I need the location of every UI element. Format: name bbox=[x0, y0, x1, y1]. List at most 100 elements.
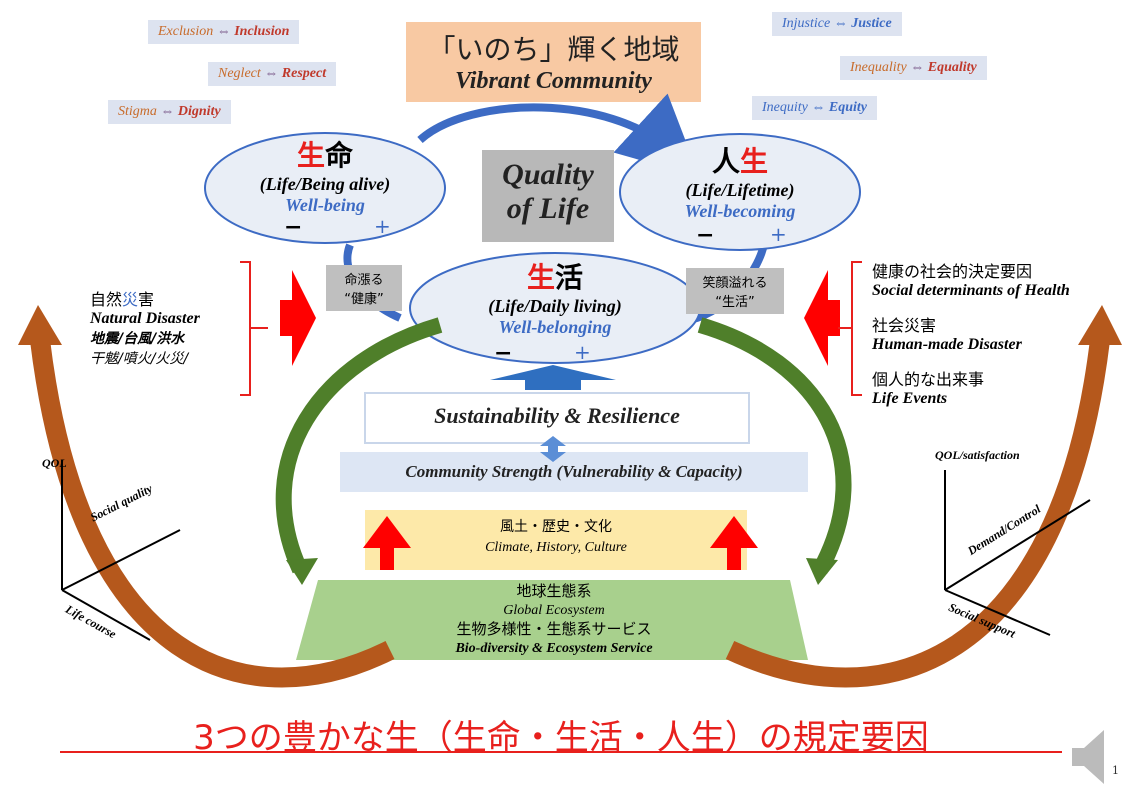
tag-arrow: ⇔ bbox=[216, 24, 231, 39]
disaster-jp: 自然災害 bbox=[90, 286, 200, 310]
grey-living-line2: “生活” bbox=[715, 295, 755, 310]
sustainability-label: Sustainability & Resilience bbox=[434, 403, 680, 428]
left-axes bbox=[61, 460, 181, 641]
community-bar bbox=[340, 452, 808, 492]
life-plus: + bbox=[374, 214, 391, 238]
lifetime-kanji: 人生 bbox=[640, 140, 840, 180]
tag-pos: Inclusion bbox=[234, 24, 290, 39]
life-en: (Life/Being alive) bbox=[259, 174, 391, 194]
daily-well: Well-belonging bbox=[498, 317, 612, 337]
disaster-en: Natural Disaster bbox=[90, 310, 200, 327]
disaster-jp-a: 自然 bbox=[90, 290, 123, 309]
page-number: 1 bbox=[1112, 764, 1119, 777]
left-axis-y-label: QOL bbox=[42, 456, 67, 470]
ecosystem-label: 地球生態系 Global Ecosystem 生物多様性・生態系サービス Bio… bbox=[318, 582, 790, 658]
green-arrow-right bbox=[697, 317, 852, 574]
ecosystem-trapezoid bbox=[296, 580, 808, 660]
lifetime-well: Well-becoming bbox=[684, 201, 796, 221]
tag-inequity-equity: Inequity ⇔ Equity bbox=[752, 96, 877, 120]
daily-minus: − bbox=[494, 340, 513, 366]
natural-disaster-block: 自然災害 Natural Disaster 地震/台風/洪水 干魃/噴火/火災/ bbox=[90, 286, 200, 368]
daily-kanji: 生活 bbox=[445, 256, 665, 296]
bottom-title: 3つの豊かな生（生命・生活・人生）の規定要因 bbox=[193, 718, 929, 758]
factor-en: Social determinants of Health bbox=[872, 282, 1070, 299]
culture-en: Climate, History, Culture bbox=[485, 540, 627, 555]
brown-arrow-left bbox=[30, 338, 395, 688]
culture-jp: 風土・歴史・文化 bbox=[500, 519, 612, 535]
tag-arrow: ⇔ bbox=[833, 16, 848, 31]
cycle-arrow-top bbox=[417, 93, 700, 177]
red-up-arrow-left bbox=[363, 516, 411, 570]
disaster-jp-b: 災 bbox=[122, 290, 139, 309]
lifetime-en: (Life/Lifetime) bbox=[685, 180, 795, 200]
factor-en: Life Events bbox=[872, 390, 948, 407]
kanji-black: 人 bbox=[711, 145, 740, 178]
ecosystem-jp1: 地球生態系 bbox=[516, 582, 592, 600]
lifetime-plus: + bbox=[770, 222, 787, 246]
tag-pos: Respect bbox=[281, 66, 327, 81]
speaker-icon bbox=[1072, 730, 1104, 784]
factor-jp: 健康の社会的決定要因 bbox=[872, 262, 1033, 281]
ellipse-life bbox=[204, 132, 446, 244]
red-left-arrow bbox=[804, 270, 840, 366]
kanji-red: 生 bbox=[526, 261, 555, 294]
tag-neg: Injustice bbox=[782, 16, 831, 31]
tag-pos: Equality bbox=[927, 60, 977, 75]
grey-box-health: 命漲る “健康” bbox=[326, 265, 402, 311]
factor-life-events: 個人的な出来事 Life Events bbox=[872, 366, 1070, 408]
tag-arrow: ⇔ bbox=[811, 100, 826, 115]
disaster-list1: 地震/台風/洪水 bbox=[90, 331, 185, 347]
tag-neg: Exclusion bbox=[158, 24, 214, 39]
ecosystem-en1: Global Ecosystem bbox=[503, 603, 605, 618]
qol-box: Quality of Life bbox=[482, 150, 614, 242]
title-en: Vibrant Community bbox=[455, 68, 652, 94]
blue-up-arrow bbox=[490, 365, 616, 390]
daily-plus: + bbox=[574, 340, 591, 364]
tag-stigma-dignity: Stigma ⇔ Dignity bbox=[108, 100, 231, 124]
culture-label: 風土・歴史・文化 Climate, History, Culture bbox=[365, 516, 747, 556]
grey-box-living: 笑顔溢れる “生活” bbox=[686, 268, 784, 314]
title-jp: 「いのち」輝く地域 bbox=[427, 33, 680, 66]
tag-neg: Inequality bbox=[850, 60, 907, 75]
tag-arrow: ⇔ bbox=[160, 104, 175, 119]
factor-human-made: 社会災害 Human-made Disaster bbox=[872, 312, 1070, 354]
factor-jp: 個人的な出来事 bbox=[872, 370, 985, 389]
tag-arrow: ⇔ bbox=[910, 60, 925, 75]
kanji-black: 活 bbox=[555, 261, 584, 294]
daily-en: (Life/Daily living) bbox=[488, 296, 622, 316]
kanji-black: 命 bbox=[325, 139, 354, 172]
tag-neg: Neglect bbox=[218, 66, 261, 81]
disaster-jp-c: 害 bbox=[138, 290, 155, 309]
green-arrow-left bbox=[275, 317, 443, 574]
lifetime-minus: − bbox=[696, 222, 715, 248]
factor-jp: 社会災害 bbox=[872, 316, 937, 335]
tag-neglect-respect: Neglect ⇔ Respect bbox=[208, 62, 337, 86]
ellipse-lifetime bbox=[619, 133, 861, 251]
tag-arrow: ⇔ bbox=[264, 66, 279, 81]
grey-health-line2: “健康” bbox=[344, 292, 384, 307]
ellipse-life-text: 生命 (Life/Being alive) Well-being bbox=[230, 134, 420, 216]
grey-living-line1: 笑顔溢れる bbox=[702, 276, 768, 291]
tag-pos: Justice bbox=[851, 16, 892, 31]
blue-double-arrow bbox=[540, 436, 566, 462]
community-strength-label: Community Strength (Vulnerability & Capa… bbox=[405, 462, 743, 481]
red-right-arrow bbox=[280, 270, 316, 366]
tag-neg: Stigma bbox=[118, 104, 157, 119]
tag-neg: Inequity bbox=[762, 100, 808, 115]
tag-pos: Dignity bbox=[177, 104, 221, 119]
ellipse-lifetime-text: 人生 (Life/Lifetime) Well-becoming bbox=[640, 140, 840, 222]
right-factors: 健康の社会的決定要因 Social determinants of Health… bbox=[872, 258, 1070, 408]
ecosystem-jp2: 生物多様性・生態系サービス bbox=[456, 620, 652, 638]
brown-arrow-right bbox=[725, 338, 1110, 688]
grey-health-line1: 命漲る bbox=[344, 273, 384, 288]
disaster-list2: 干魃/噴火/火災/ bbox=[90, 351, 189, 367]
right-bracket bbox=[838, 261, 862, 396]
left-bracket bbox=[240, 261, 268, 396]
right-axes bbox=[944, 470, 1091, 636]
right-axis-y-label: QOL/satisfaction bbox=[935, 448, 1020, 462]
tag-pos: Equity bbox=[828, 100, 867, 115]
factor-sdh: 健康の社会的決定要因 Social determinants of Health bbox=[872, 258, 1070, 300]
tag-exclusion-inclusion: Exclusion ⇔ Inclusion bbox=[148, 20, 300, 44]
title-background bbox=[406, 22, 701, 102]
